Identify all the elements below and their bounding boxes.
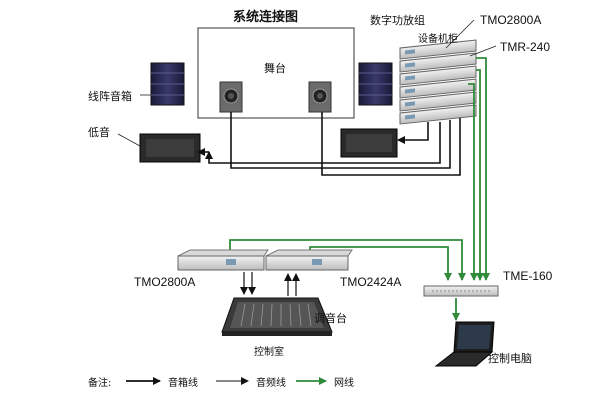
- legend-speaker-line: 音箱线: [168, 378, 198, 389]
- control-room-label: 控制室: [254, 347, 284, 358]
- tmo2800a-bottom-label: TMO2800A: [134, 275, 196, 289]
- mixer-label: 调音台: [314, 312, 347, 325]
- subwoofer-right: [340, 128, 398, 158]
- tmo2424a-label: TMO2424A: [340, 275, 402, 289]
- tme160-label: TME-160: [503, 269, 553, 283]
- stage-monitor-left: [219, 81, 243, 113]
- tme160-unit: [423, 285, 499, 297]
- mixing-console: [221, 297, 333, 336]
- control-laptop: [434, 321, 495, 367]
- stage-label: 舞台: [264, 62, 286, 75]
- digital-amp-group-label: 数字功放组: [370, 14, 425, 27]
- control-pc-label: 控制电脑: [488, 352, 532, 365]
- bass-label: 低音: [88, 126, 110, 139]
- line-array-right: [358, 62, 393, 106]
- stage-monitor-right: [308, 81, 332, 113]
- diagram-title: 系统连接图: [233, 10, 299, 25]
- legend-network-line: 网线: [334, 378, 354, 389]
- legend-prefix: 备注:: [88, 378, 112, 389]
- line-array-label: 线阵音箱: [88, 90, 132, 103]
- line-array-left: [150, 62, 185, 106]
- legend-audio-line: 音频线: [256, 378, 286, 389]
- equipment-rack-label: 设备机柜: [418, 34, 458, 45]
- equipment-rack: [399, 39, 477, 125]
- speaker-lines: [197, 112, 461, 176]
- tmr240-label: TMR-240: [500, 40, 551, 54]
- subwoofer-left: [139, 133, 201, 163]
- tmo2424a-unit: [265, 249, 353, 271]
- tmo2800a-top-label: TMO2800A: [480, 13, 542, 27]
- leader-lines: [117, 19, 497, 147]
- audio-lines: [240, 272, 300, 296]
- tmo2800a-bottom-unit: [177, 249, 269, 271]
